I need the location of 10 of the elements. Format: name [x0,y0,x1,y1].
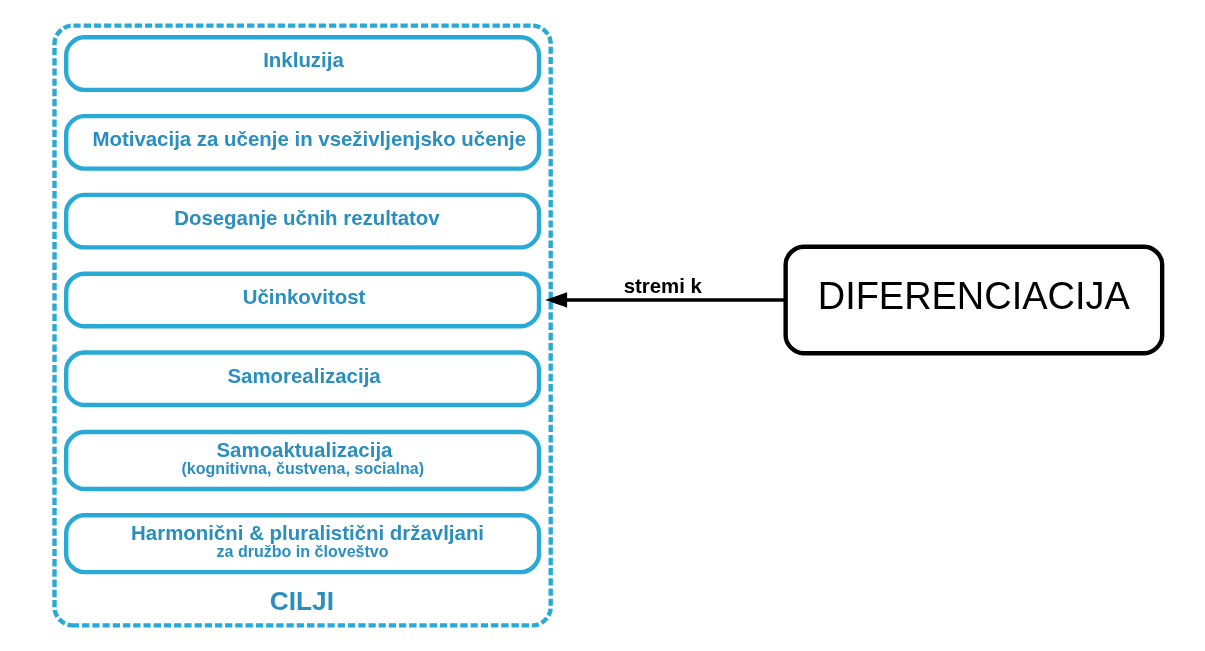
node-box: Samoaktualizacija (kognitivna, čustvena, socialna) [64,429,542,492]
arrow [545,292,786,308]
node-box: Motivacija za učenje in vseživljenjsko učenje [64,113,542,171]
node-box: Doseganje učnih rezultatov [64,192,542,250]
node-box: Učinkovitost [64,271,542,329]
edge-label: stremi k [623,274,702,297]
node-box: Harmonični & pluralistični državljani za družbo in človeštvo [64,513,542,575]
node-box: Samorealizacija [64,350,542,408]
node-box: Inkluzija [64,35,542,92]
node-box: DIFERENCIACIJA [783,244,1165,356]
